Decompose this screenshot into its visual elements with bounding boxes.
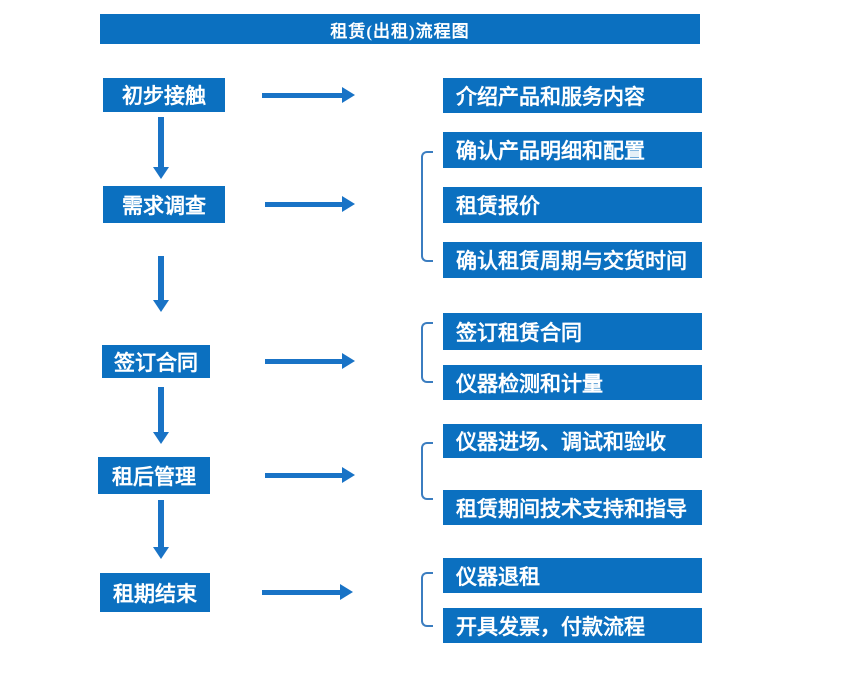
arrow-down-icon [153, 500, 169, 559]
arrow-down-icon [153, 256, 169, 312]
output-box: 仪器进场、调试和验收 [443, 424, 702, 458]
group-bracket [421, 322, 433, 383]
title-bar: 租赁(出租)流程图 [100, 14, 700, 44]
output-box: 租赁期间技术支持和指导 [443, 490, 702, 525]
group-bracket [421, 572, 433, 627]
arrow-right-icon [265, 196, 355, 212]
output-box: 确认租赁周期与交货时间 [443, 242, 702, 278]
arrow-down-icon [153, 387, 169, 444]
output-box: 确认产品明细和配置 [443, 132, 702, 168]
arrow-right-icon [265, 467, 355, 483]
step-box-post-rental-management: 租后管理 [98, 457, 210, 494]
step-box-demand-survey: 需求调查 [103, 186, 225, 223]
output-box: 开具发票，付款流程 [443, 608, 702, 643]
output-box: 租赁报价 [443, 187, 702, 223]
output-box: 介绍产品和服务内容 [443, 78, 702, 113]
page-title: 租赁(出租)流程图 [330, 21, 470, 41]
arrow-right-icon [265, 353, 355, 369]
arrow-down-icon [153, 117, 169, 179]
output-box: 签订租赁合同 [443, 313, 702, 350]
arrow-right-icon [262, 87, 355, 103]
output-box: 仪器退租 [443, 558, 702, 593]
arrow-right-icon [262, 584, 353, 600]
step-box-sign-contract: 签订合同 [102, 345, 210, 378]
group-bracket [421, 442, 433, 500]
step-box-rental-end: 租期结束 [100, 573, 210, 612]
output-box: 仪器检测和计量 [443, 365, 702, 400]
group-bracket [421, 151, 433, 262]
step-box-initial-contact: 初步接触 [103, 78, 225, 112]
